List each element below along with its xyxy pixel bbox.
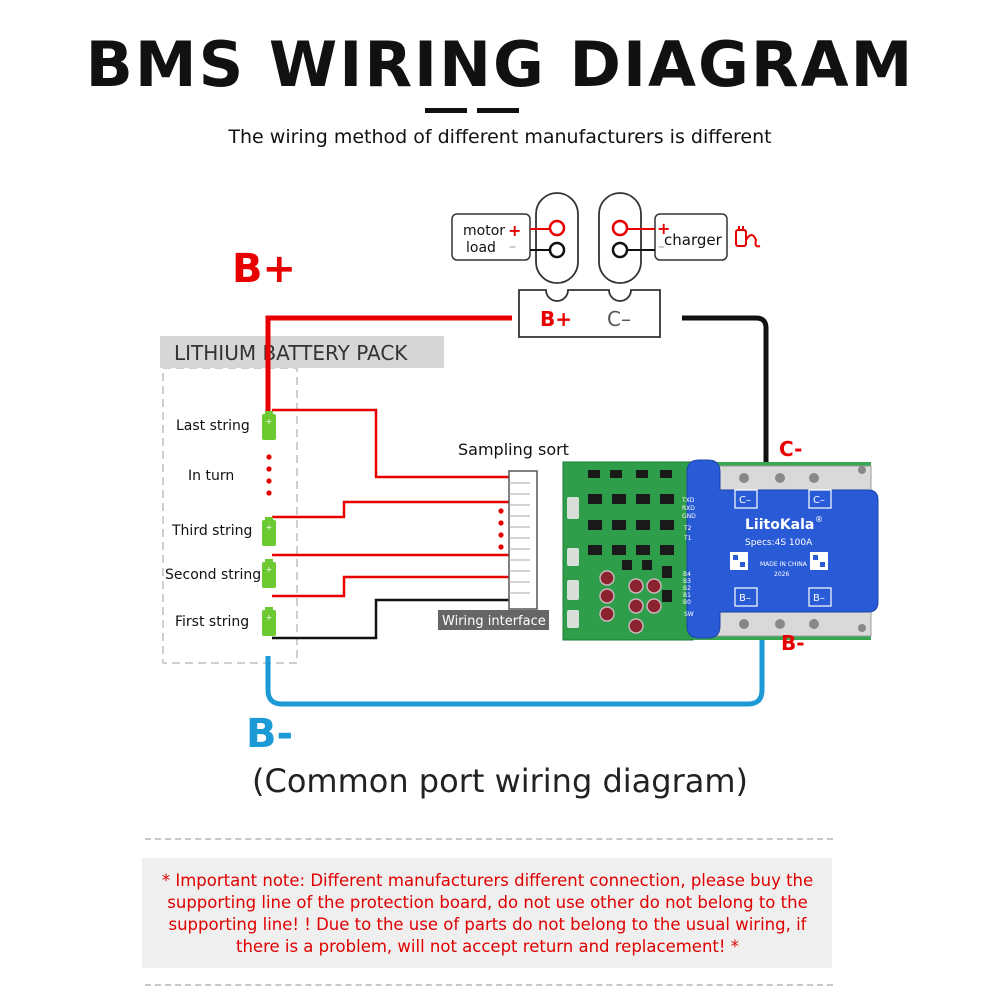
svg-text:+: + <box>266 417 273 426</box>
b-minus-label: B- <box>246 711 293 757</box>
bms-registered-mark: ® <box>815 515 823 524</box>
port-cminus-label: C– <box>607 307 631 331</box>
bms-b-minus-right: B– <box>813 593 825 604</box>
bms-c-minus-right: C– <box>813 495 825 506</box>
svg-text:+: + <box>266 613 273 622</box>
output-port-block <box>518 289 661 338</box>
b-minus-wire <box>265 625 765 707</box>
svg-text:B1: B1 <box>683 592 691 599</box>
charger-label: charger <box>664 231 723 249</box>
b-plus-wire <box>265 315 512 420</box>
b-plus-label: B+ <box>232 246 296 292</box>
svg-text:B2: B2 <box>683 585 691 592</box>
board-b-minus-label: B- <box>781 631 805 655</box>
port-bplus-label: B+ <box>540 307 572 331</box>
charger-plus-sign: + <box>657 219 670 238</box>
svg-text:B4: B4 <box>683 571 691 578</box>
motor-label: motor <box>463 223 505 239</box>
motor-plus-sign: + <box>508 221 521 240</box>
battery-cell-second: + <box>262 559 276 588</box>
motor-minus-sign: – <box>509 239 516 255</box>
svg-text:B3: B3 <box>683 578 691 585</box>
svg-text:TXD: TXD <box>681 497 695 504</box>
plug-icon <box>735 226 761 248</box>
battery-cell-third: + <box>262 517 276 546</box>
important-note: * Important note: Different manufacturer… <box>161 871 814 956</box>
divider-bottom <box>145 984 833 986</box>
svg-text:+: + <box>266 565 273 574</box>
svg-text:SW: SW <box>684 611 694 618</box>
svg-text:RXD: RXD <box>682 505 695 512</box>
string-label-last: Last string <box>176 418 250 434</box>
right-connector-plug <box>598 192 642 284</box>
sampling-sort-label: Sampling sort <box>458 440 569 459</box>
c-minus-wire <box>682 315 769 482</box>
svg-text:T1: T1 <box>683 535 692 542</box>
bms-module <box>686 459 879 639</box>
string-label-in-turn: In turn <box>188 468 234 484</box>
wiring-interface-label-bg <box>438 610 549 630</box>
bms-pin-labels: TXD RXD GND T2 T1 B4 B3 B2 B1 B0 SW <box>681 497 696 618</box>
left-plug-positive-pin <box>548 219 566 237</box>
battery-pack-label-bg <box>160 336 444 368</box>
svg-text:T2: T2 <box>683 525 692 532</box>
right-plug-positive-pin <box>611 219 629 237</box>
charger-terminal <box>654 213 728 261</box>
sampling-connector-pins <box>509 482 530 594</box>
divider-top <box>145 838 833 840</box>
left-plug-negative-pin <box>548 241 566 259</box>
diagram-caption: (Common port wiring diagram) <box>252 762 748 800</box>
load-label: load <box>466 240 496 256</box>
bms-made-in: MADE IN CHINA <box>760 561 808 568</box>
page-title: BMS WIRING DIAGRAM <box>85 28 915 101</box>
interface-dots <box>498 508 504 550</box>
bms-c-minus-left: C– <box>739 495 751 506</box>
title-underline-left <box>425 108 467 113</box>
bms-brand: LiitoKala <box>745 517 814 533</box>
battery-pack-label: LITHIUM BATTERY PACK <box>174 341 408 365</box>
charger-minus-sign: – <box>658 239 665 255</box>
svg-text:GND: GND <box>682 513 696 520</box>
bms-b-minus-left: B– <box>739 593 751 604</box>
battery-cell-last: + <box>262 411 276 440</box>
string-label-first: First string <box>175 614 249 630</box>
note-box <box>142 858 832 968</box>
bms-year: 2026 <box>774 571 789 578</box>
right-plug-negative-pin <box>611 241 629 259</box>
svg-text:+: + <box>266 523 273 532</box>
string-label-second: Second string <box>165 567 261 583</box>
board-c-minus-label: C- <box>779 437 802 461</box>
sampling-connector <box>508 470 538 610</box>
battery-cell-first: + <box>262 607 276 636</box>
page-subtitle: The wiring method of different manufactu… <box>228 126 772 148</box>
title-underline-right <box>477 108 519 113</box>
svg-text:B0: B0 <box>683 599 691 606</box>
motor-load-terminal <box>451 213 531 261</box>
sampling-wires <box>272 408 512 640</box>
left-connector-plug <box>535 192 579 284</box>
in-turn-dots <box>266 454 272 496</box>
string-label-third: Third string <box>171 523 252 539</box>
bms-specs: Specs:4S 100A <box>745 538 813 548</box>
wiring-interface-label: Wiring interface <box>442 614 546 629</box>
